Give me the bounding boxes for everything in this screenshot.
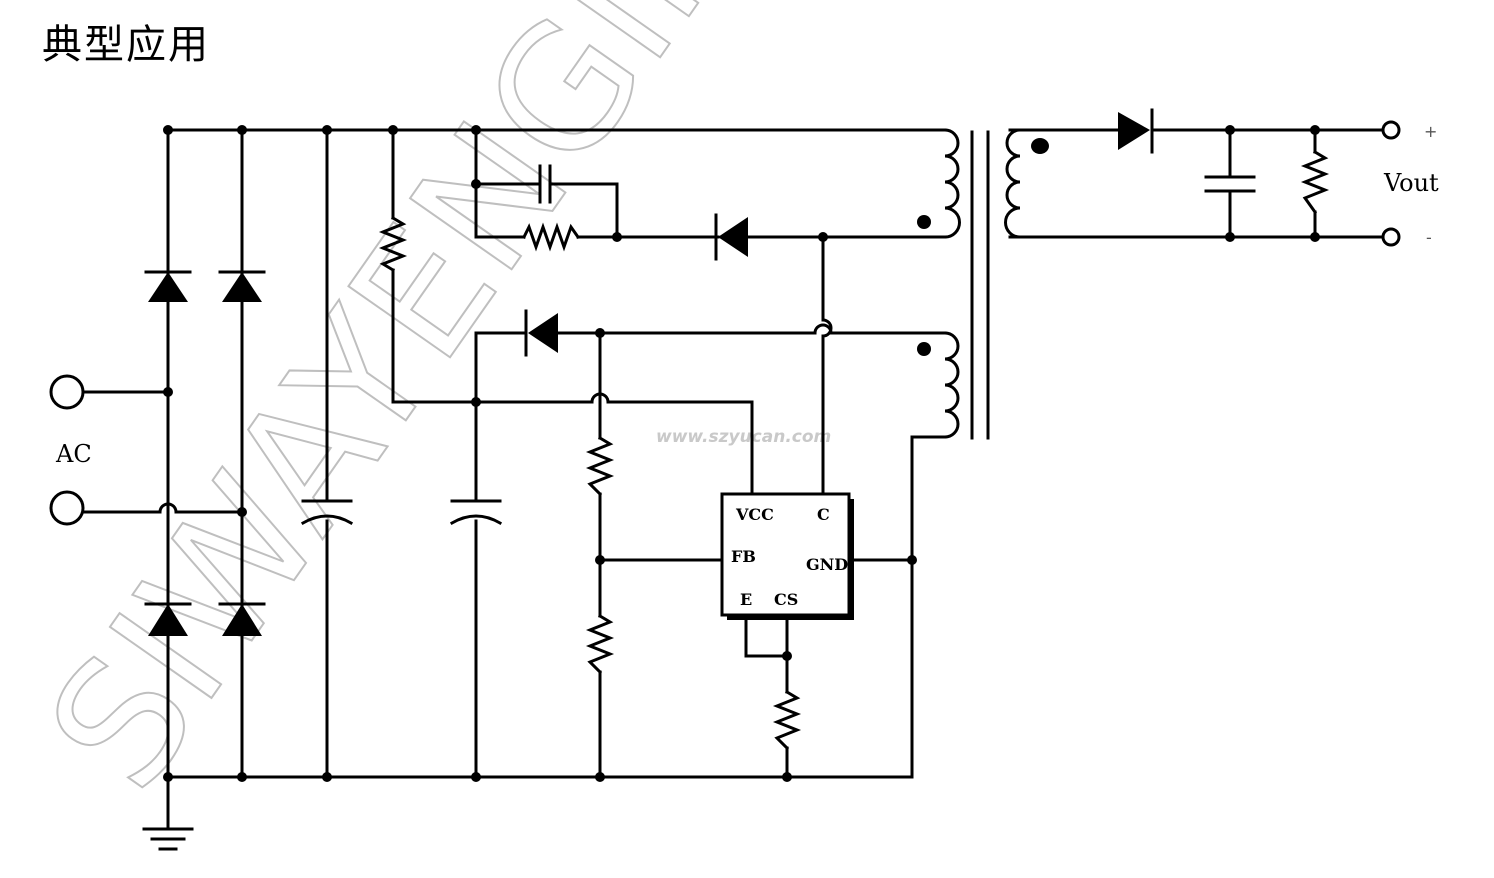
bridge-diode-1 (144, 270, 192, 302)
secondary-winding (1004, 128, 1022, 239)
vout-plus-label: + (1424, 122, 1437, 141)
pin-gnd: GND (806, 555, 848, 574)
watermark: SIWAYENGINE CONV www.szyucan.com (10, 0, 1164, 825)
aux-diode (524, 309, 558, 357)
primary-winding (943, 128, 961, 239)
pin-c: C (817, 505, 830, 524)
transformer (917, 128, 1049, 440)
pin-vcc: VCC (735, 505, 774, 524)
primary-polarity-dot (917, 215, 931, 229)
ac-terminals: AC (49, 374, 92, 526)
fb-lower-resistor (585, 613, 615, 675)
watermark-brand: SIWAYENGINE CONV (11, 0, 1163, 824)
vout-plus-terminal (1381, 120, 1401, 140)
junction-dots (163, 125, 1320, 782)
current-sense-resistor (772, 689, 802, 751)
bridge-diode-4 (218, 602, 266, 636)
pin-cs: CS (774, 590, 798, 609)
snubber-resistor (521, 222, 581, 252)
page-title: 典型应用 (42, 22, 210, 68)
load-resistor (1300, 149, 1330, 215)
aux-winding (943, 331, 960, 439)
output-diode (1118, 108, 1154, 154)
vout-minus-label: - (1426, 228, 1432, 247)
controller-ic: VCC C FB GND E CS (720, 492, 854, 620)
vout-label: Vout (1383, 169, 1439, 197)
vcc-capacitor (449, 499, 503, 526)
bridge-diode-3 (144, 602, 192, 636)
snubber-capacitor (538, 164, 552, 204)
ac-terminal-2 (49, 490, 85, 526)
snubber-diode (714, 213, 748, 261)
fb-upper-resistor (585, 435, 615, 497)
pin-fb: FB (731, 547, 756, 566)
ground-symbol (142, 827, 194, 851)
secondary-polarity-dot (1031, 138, 1049, 154)
pin-e: E (740, 590, 752, 609)
wires (82, 128, 1384, 830)
bulk-capacitor-1 (300, 499, 354, 526)
bridge-diodes (144, 270, 266, 636)
startup-resistor (378, 215, 408, 273)
ac-terminal-1 (49, 374, 85, 410)
bridge-diode-2 (218, 270, 266, 302)
watermark-url: www.szyucan.com (656, 427, 831, 447)
ac-label: AC (55, 440, 92, 468)
transformer-core (970, 130, 990, 440)
aux-polarity-dot (917, 342, 931, 356)
output-capacitor (1204, 175, 1256, 193)
output-terminals: + - Vout (1381, 120, 1439, 247)
vout-minus-terminal (1381, 227, 1401, 247)
